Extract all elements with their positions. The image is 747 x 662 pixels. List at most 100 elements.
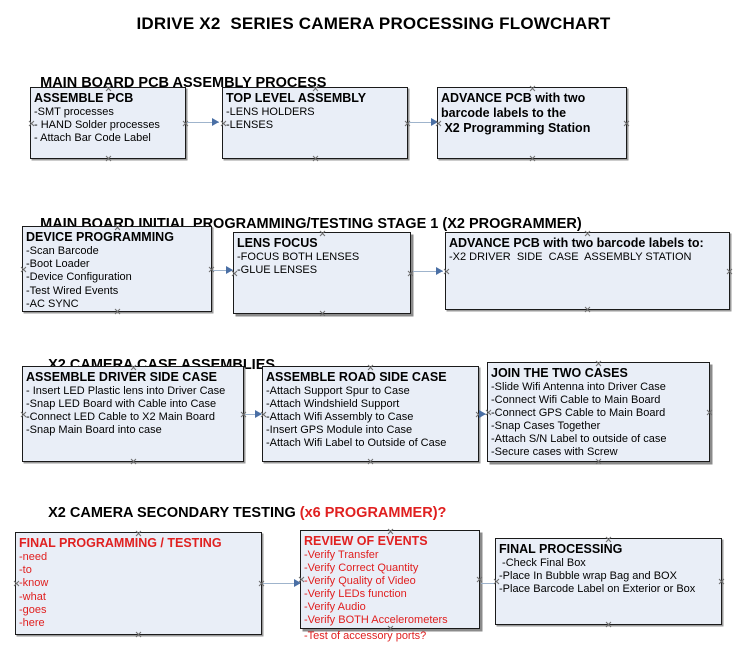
box-review-of-events-line-5: -Verify Audio [304,601,366,613]
box-review-of-events-overflow-line: -Test of accessory ports? [304,630,427,642]
box-join-the-two-cases[interactable]: JOIN THE TWO CASES -Slide Wifi Antenna i… [487,362,710,462]
box-assemble-driver-side-case-content: ASSEMBLE DRIVER SIDE CASE - Insert LED P… [23,367,243,437]
box-lens-focus-line-2: -GLUE LENSES [237,264,318,277]
box-device-programming-content: DEVICE PROGRAMMING -Scan Barcode -Boot L… [23,227,211,311]
connection-handle-left[interactable] [443,268,450,275]
connection-handle-bottom[interactable] [319,310,326,317]
box-join-the-two-cases-line-4: -Snap Cases Together [491,420,601,432]
section-heading-4-accent: (x6 PROGRAMMER)? [299,505,447,521]
box-final-processing-line-3: -Place Barcode Label on Exterior or Box [499,583,696,596]
arrow-1a [212,117,219,126]
box-top-level-assembly-line-2: -LENSES [226,119,274,132]
box-assemble-road-side-case-line-2: -Attach Windshield Support [266,398,400,410]
box-review-of-events-content: REVIEW OF EVENTS -Verify Transfer -Verif… [301,531,479,627]
connector-2b [413,271,443,272]
box-advance-pcb-programming-station-line-2: X2 Programming Station [441,121,591,135]
box-final-programming-testing[interactable]: FINAL PROGRAMMING / TESTING -need -to -k… [15,532,262,635]
box-review-of-events[interactable]: REVIEW OF EVENTS -Verify Transfer -Verif… [300,530,480,642]
box-lens-focus-line-1: -FOCUS BOTH LENSES [237,251,360,263]
box-assemble-driver-side-case-line-3: -Connect LED Cable to X2 Main Board [26,411,215,423]
box-assemble-pcb-title: ASSEMBLE PCB [34,91,134,105]
box-review-of-events-line-3: -Verify Quality of Video [304,575,416,587]
box-advance-pcb-programming-station-title: ADVANCE PCB with two [441,91,586,105]
box-final-programming-testing-line-3: -know [19,577,49,590]
box-final-programming-testing-line-6: -here [19,617,45,630]
box-device-programming-line-5: -AC SYNC [26,297,79,310]
box-advance-pcb-driver-side-case-content: ADVANCE PCB with two barcode labels to: … [446,233,729,264]
connector-2a [213,270,233,271]
connection-handle-bottom[interactable] [130,458,137,465]
arrow-3b [479,409,486,418]
connector-4b [481,583,505,584]
box-review-of-events-line-4: -Verify LEDs function [304,588,407,600]
box-final-programming-testing-line-1: -need [19,551,48,563]
box-final-processing-content: FINAL PROCESSING -Check Final Box -Place… [496,539,721,597]
box-assemble-driver-side-case-title: ASSEMBLE DRIVER SIDE CASE [26,370,218,384]
box-device-programming-line-3: -Device Configuration [26,271,132,284]
box-final-processing[interactable]: FINAL PROCESSING -Check Final Box -Place… [495,538,722,625]
box-join-the-two-cases-title: JOIN THE TWO CASES [491,366,628,380]
connection-handle-right[interactable] [726,268,733,275]
box-lens-focus-title: LENS FOCUS [237,236,318,250]
box-review-of-events-title: REVIEW OF EVENTS [304,534,428,548]
connection-handle-bottom[interactable] [367,458,374,465]
connector-1b [409,122,437,123]
box-assemble-road-side-case[interactable]: ASSEMBLE ROAD SIDE CASE -Attach Support … [262,366,479,462]
box-device-programming-title: DEVICE PROGRAMMING [26,230,174,244]
box-join-the-two-cases-content: JOIN THE TWO CASES -Slide Wifi Antenna i… [488,363,709,459]
arrow-1b [431,117,438,126]
box-top-level-assembly[interactable]: TOP LEVEL ASSEMBLY -LENS HOLDERS -LENSES [222,87,408,159]
box-device-programming-line-2: -Boot Loader [26,258,90,271]
box-assemble-pcb-line-1: -SMT processes [34,106,114,118]
box-join-the-two-cases-line-1: -Slide Wifi Antenna into Driver Case [491,381,666,393]
box-final-programming-testing-line-5: -goes [19,603,47,616]
box-assemble-pcb[interactable]: ASSEMBLE PCB -SMT processes - HAND Solde… [30,87,186,159]
box-final-processing-line-1: -Check Final Box [499,557,586,569]
box-device-programming-line-4: -Test Wired Events [26,284,119,297]
box-top-level-assembly-line-1: -LENS HOLDERS [226,106,315,118]
box-review-of-events-line-1: -Verify Transfer [304,549,379,561]
box-advance-pcb-programming-station-line-1: barcode labels to the [441,106,567,120]
box-assemble-driver-side-case[interactable]: ASSEMBLE DRIVER SIDE CASE - Insert LED P… [22,366,244,462]
box-advance-pcb-programming-station-content: ADVANCE PCB with two barcode labels to t… [438,88,626,135]
box-review-of-events-line-6: -Verify BOTH Accelerometers [304,614,448,626]
box-assemble-pcb-line-3: - Attach Bar Code Label [34,132,151,145]
arrow-2b [436,266,443,275]
box-advance-pcb-driver-side-case[interactable]: ADVANCE PCB with two barcode labels to: … [445,232,730,310]
connector-3a [245,414,261,415]
connection-handle-bottom[interactable] [529,155,536,162]
box-final-programming-testing-line-2: -to [19,564,32,577]
section-heading-4: X2 CAMERA SECONDARY TESTING (x6 PROGRAMM… [32,489,446,537]
box-assemble-road-side-case-line-5: -Attach Wifi Label to Outside of Case [266,437,447,449]
box-final-programming-testing-line-4: -what [19,590,46,603]
connection-handle-bottom[interactable] [105,155,112,162]
connection-handle-bottom[interactable] [312,155,319,162]
box-join-the-two-cases-line-6: -Secure cases with Screw [491,446,618,458]
section-heading-4-text: X2 CAMERA SECONDARY TESTING [48,505,300,521]
connection-handle-bottom[interactable] [135,631,142,638]
box-assemble-road-side-case-content: ASSEMBLE ROAD SIDE CASE -Attach Support … [263,367,478,450]
box-advance-pcb-programming-station[interactable]: ADVANCE PCB with two barcode labels to t… [437,87,627,159]
box-assemble-road-side-case-line-1: -Attach Support Spur to Case [266,385,410,397]
box-final-processing-line-2: -Place In Bubble wrap Bag and BOX [499,570,677,583]
box-assemble-road-side-case-line-3: -Attach Wifi Assembly to Case [266,411,414,423]
arrow-4a [294,578,301,587]
connector-1a [187,122,219,123]
box-top-level-assembly-content: TOP LEVEL ASSEMBLY -LENS HOLDERS -LENSES [223,88,407,132]
box-device-programming-line-1: -Scan Barcode [26,245,99,257]
page-title: IDRIVE X2 SERIES CAMERA PROCESSING FLOWC… [136,14,611,33]
box-review-of-events-line-2: -Verify Correct Quantity [304,562,419,574]
box-assemble-road-side-case-line-4: -Insert GPS Module into Case [266,424,413,436]
box-final-programming-testing-content: FINAL PROGRAMMING / TESTING -need -to -k… [16,533,261,630]
connection-handle-bottom[interactable] [605,621,612,628]
box-assemble-pcb-line-2: - HAND Solder processes [34,119,160,132]
box-lens-focus[interactable]: LENS FOCUS -FOCUS BOTH LENSES -GLUE LENS… [233,232,411,314]
box-device-programming[interactable]: DEVICE PROGRAMMING -Scan Barcode -Boot L… [22,226,212,312]
box-advance-pcb-driver-side-case-line-1: -X2 DRIVER SIDE CASE ASSEMBLY STATION [449,251,692,263]
box-join-the-two-cases-line-5: -Attach S/N Label to outside of case [491,433,667,445]
arrow-3a [255,409,262,418]
connection-handle-bottom[interactable] [584,306,591,313]
box-final-programming-testing-title: FINAL PROGRAMMING / TESTING [19,536,222,550]
box-final-processing-title: FINAL PROCESSING [499,542,623,556]
